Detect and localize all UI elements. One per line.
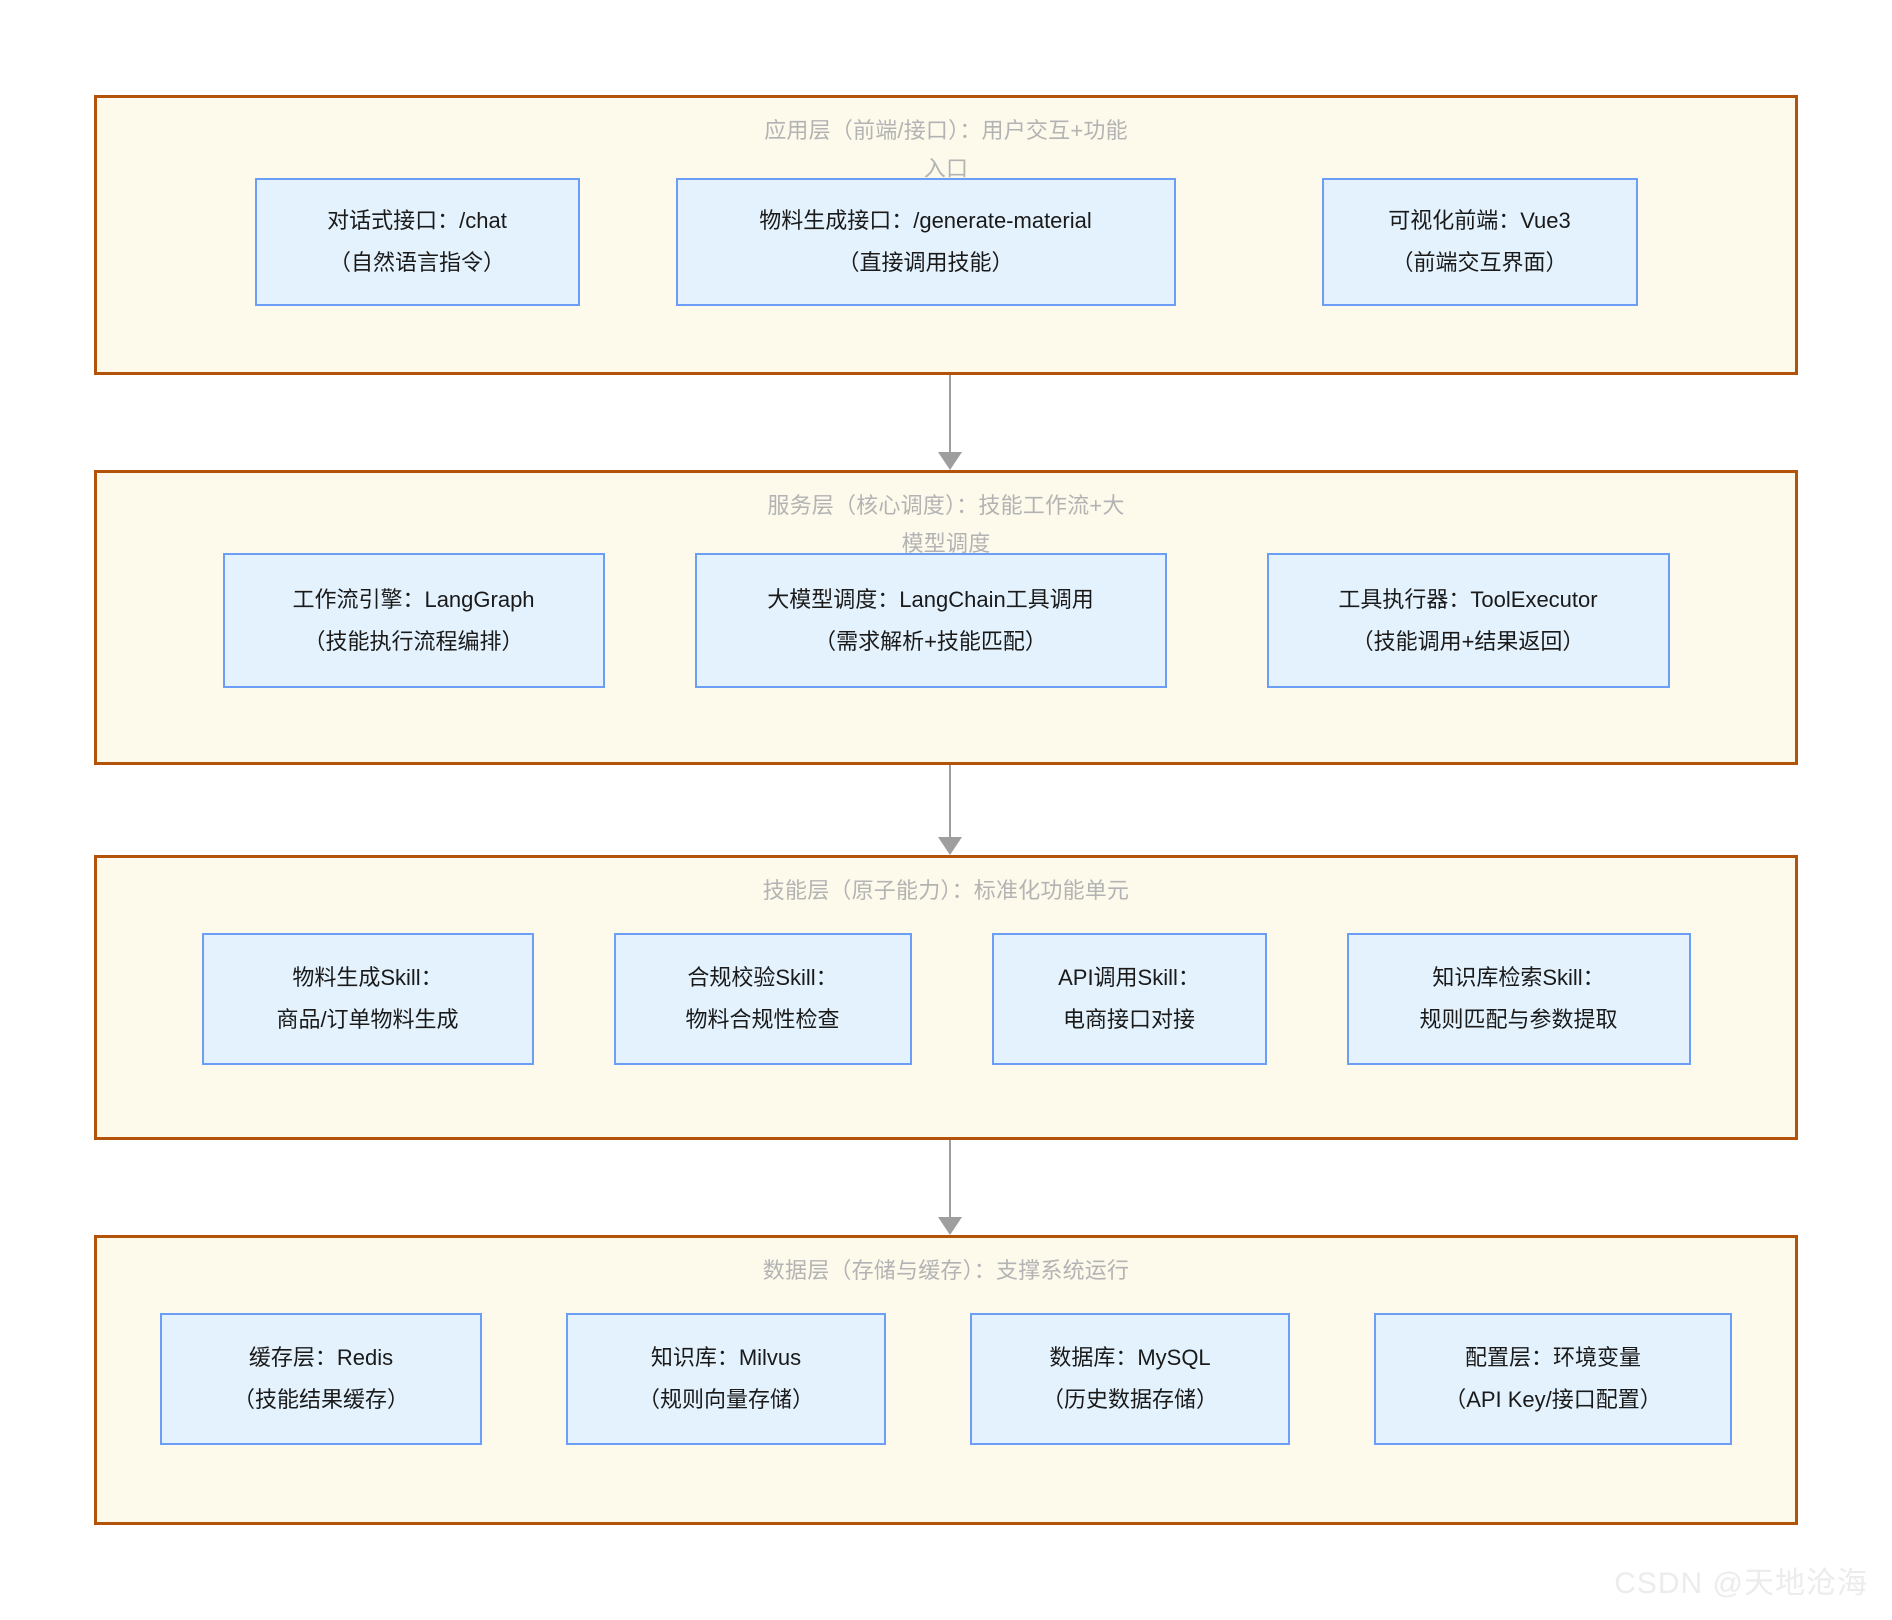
- arrow-head-icon: [938, 837, 962, 855]
- node-row-application: 对话式接口：/chat （自然语言指令） 物料生成接口：/generate-ma…: [97, 178, 1795, 318]
- node-material-api-line2: （直接调用技能）: [837, 250, 1014, 275]
- node-chat-interface[interactable]: 对话式接口：/chat （自然语言指令）: [254, 178, 580, 306]
- layer-data: 数据层（存储与缓存）：支撑系统运行 缓存层：Redis （技能结果缓存） 知识库…: [94, 1235, 1798, 1525]
- layer-title-service: 服务层（核心调度）：技能工作流+大 模型调度: [767, 493, 1125, 556]
- arrow-shaft: [949, 1140, 951, 1217]
- node-tool-executor[interactable]: 工具执行器：ToolExecutor （技能调用+结果返回）: [1266, 553, 1670, 688]
- node-visual-frontend[interactable]: 可视化前端：Vue3 （前端交互界面）: [1321, 178, 1638, 306]
- node-api-skill-line1: API调用Skill：: [1058, 965, 1200, 990]
- node-material-api[interactable]: 物料生成接口：/generate-material （直接调用技能）: [675, 178, 1176, 306]
- node-config-env-line1: 配置层：环境变量: [1464, 1345, 1641, 1370]
- node-llm-dispatch[interactable]: 大模型调度：LangChain工具调用 （需求解析+技能匹配）: [694, 553, 1167, 688]
- node-knowledge-milvus-line1: 知识库：Milvus: [650, 1345, 802, 1370]
- node-chat-interface-line1: 对话式接口：/chat: [327, 208, 507, 233]
- node-knowledge-milvus[interactable]: 知识库：Milvus （规则向量存储）: [566, 1313, 886, 1445]
- arrow-application-to-service: [938, 375, 962, 470]
- node-database-mysql-line2: （历史数据存储）: [1041, 1387, 1218, 1412]
- node-compliance-skill-line2: 物料合规性检查: [685, 1007, 840, 1032]
- node-visual-frontend-line2: （前端交互界面）: [1391, 250, 1568, 275]
- arrow-head-icon: [938, 452, 962, 470]
- node-material-skill-line1: 物料生成Skill：: [292, 965, 443, 990]
- arrow-skill-to-data: [938, 1140, 962, 1235]
- layer-title-data: 数据层（存储与缓存）：支撑系统运行: [762, 1258, 1130, 1283]
- layer-title-application: 应用层（前端/接口）：用户交互+功能 入口: [764, 118, 1128, 181]
- node-chat-interface-line2: （自然语言指令）: [328, 250, 505, 275]
- node-llm-dispatch-line1: 大模型调度：LangChain工具调用: [767, 586, 1094, 612]
- layer-service: 服务层（核心调度）：技能工作流+大 模型调度 工作流引擎：LangGraph （…: [94, 470, 1798, 765]
- node-material-api-line1: 物料生成接口：/generate-material: [759, 208, 1092, 233]
- node-tool-executor-line1: 工具执行器：ToolExecutor: [1338, 586, 1598, 612]
- node-api-skill[interactable]: API调用Skill： 电商接口对接: [991, 933, 1267, 1065]
- node-api-skill-line2: 电商接口对接: [1062, 1007, 1195, 1032]
- node-tool-executor-line2: （技能调用+结果返回）: [1351, 628, 1585, 654]
- node-material-skill-line2: 商品/订单物料生成: [276, 1007, 459, 1032]
- node-config-env[interactable]: 配置层：环境变量 （API Key/接口配置）: [1374, 1313, 1732, 1445]
- node-knowledge-skill-line2: 规则匹配与参数提取: [1419, 1007, 1618, 1032]
- layer-title-skill: 技能层（原子能力）：标准化功能单元: [762, 878, 1130, 903]
- node-database-mysql[interactable]: 数据库：MySQL （历史数据存储）: [970, 1313, 1290, 1445]
- node-compliance-skill[interactable]: 合规校验Skill： 物料合规性检查: [613, 933, 912, 1065]
- node-workflow-engine-line2: （技能执行流程编排）: [303, 628, 524, 654]
- node-database-mysql-line1: 数据库：MySQL: [1049, 1345, 1211, 1370]
- node-knowledge-skill[interactable]: 知识库检索Skill： 规则匹配与参数提取: [1346, 933, 1691, 1065]
- node-compliance-skill-line1: 合规校验Skill：: [687, 965, 838, 990]
- node-visual-frontend-line1: 可视化前端：Vue3: [1388, 208, 1571, 233]
- arrow-head-icon: [938, 1217, 962, 1235]
- arrow-shaft: [949, 765, 951, 837]
- node-config-env-line2: （API Key/接口配置）: [1444, 1387, 1662, 1412]
- node-row-service: 工作流引擎：LangGraph （技能执行流程编排） 大模型调度：LangCha…: [97, 553, 1795, 693]
- node-workflow-engine-line1: 工作流引擎：LangGraph: [292, 586, 535, 612]
- node-row-data: 缓存层：Redis （技能结果缓存） 知识库：Milvus （规则向量存储） 数…: [97, 1313, 1795, 1453]
- layer-skill: 技能层（原子能力）：标准化功能单元 物料生成Skill： 商品/订单物料生成 合…: [94, 855, 1798, 1140]
- node-cache-redis-line2: （技能结果缓存）: [232, 1387, 409, 1412]
- layer-application: 应用层（前端/接口）：用户交互+功能 入口 对话式接口：/chat （自然语言指…: [94, 95, 1798, 375]
- arrow-service-to-skill: [938, 765, 962, 855]
- node-cache-redis-line1: 缓存层：Redis: [248, 1345, 394, 1370]
- node-llm-dispatch-line2: （需求解析+技能匹配）: [814, 628, 1047, 654]
- node-knowledge-milvus-line2: （规则向量存储）: [637, 1387, 814, 1412]
- node-row-skill: 物料生成Skill： 商品/订单物料生成 合规校验Skill： 物料合规性检查 …: [97, 933, 1795, 1073]
- arrow-shaft: [949, 375, 951, 452]
- node-cache-redis[interactable]: 缓存层：Redis （技能结果缓存）: [160, 1313, 482, 1445]
- node-workflow-engine[interactable]: 工作流引擎：LangGraph （技能执行流程编排）: [222, 553, 605, 688]
- csdn-watermark: CSDN @天地沧海: [1614, 1567, 1868, 1600]
- node-knowledge-skill-line1: 知识库检索Skill：: [1432, 965, 1605, 990]
- node-material-skill[interactable]: 物料生成Skill： 商品/订单物料生成: [201, 933, 534, 1065]
